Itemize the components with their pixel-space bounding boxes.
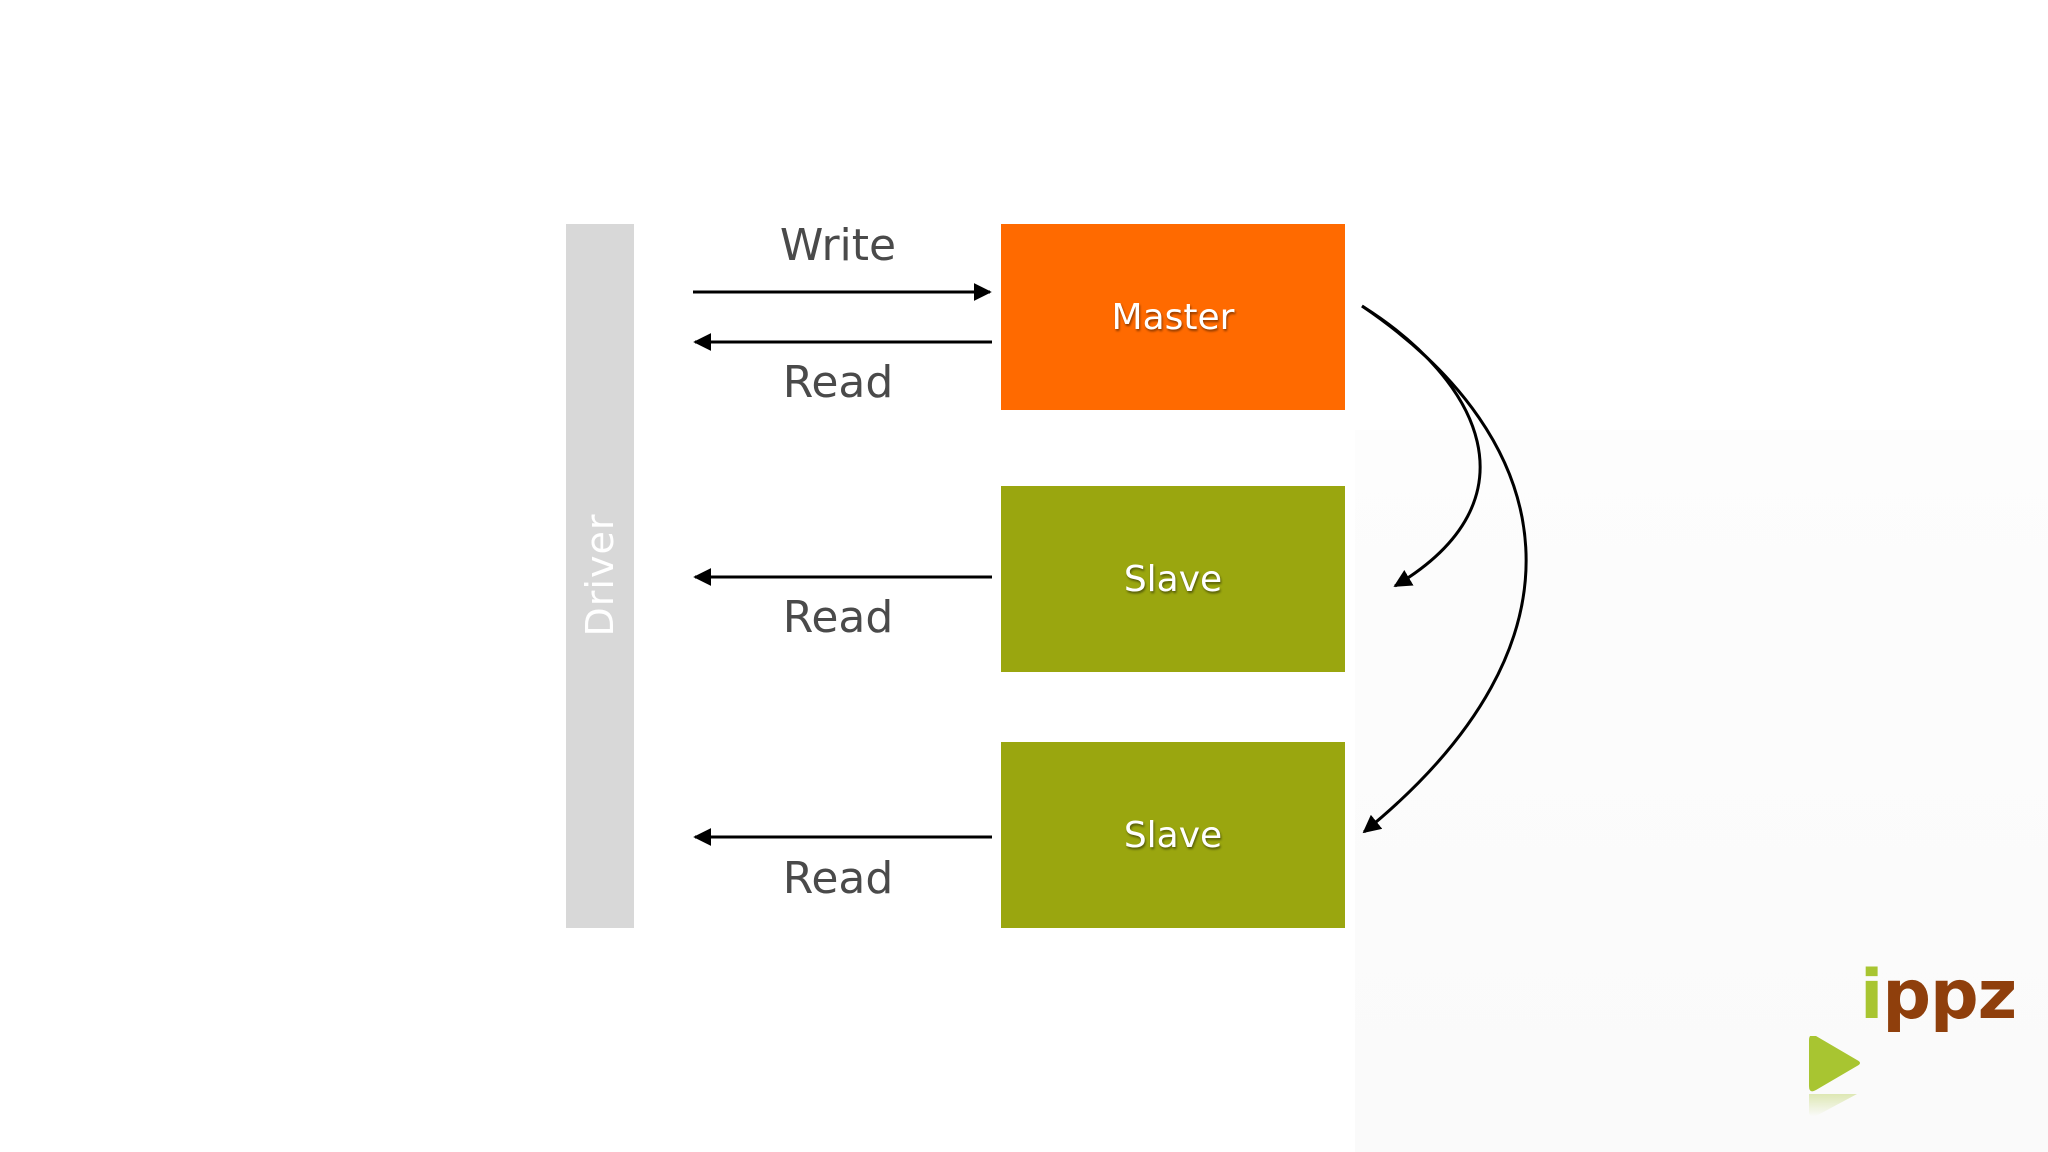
replication-arrow-slave-2 [1361, 304, 1528, 834]
read-label-master: Read [782, 357, 894, 408]
slave-2-label: Slave [1123, 814, 1223, 856]
read-label-slave-2: Read [782, 853, 894, 904]
replication-arrow-slave-1 [1361, 304, 1482, 588]
write-label: Write [779, 220, 897, 271]
master-node: Master [1001, 224, 1345, 410]
driver-bar [566, 224, 634, 928]
logo-text: ippz [1860, 956, 2017, 1035]
background-panel [1355, 430, 2048, 1152]
slave-node-2: Slave [1001, 742, 1345, 928]
ippz-logo: ippz [1805, 962, 2025, 1120]
slave-1-label: Slave [1123, 558, 1223, 600]
slave-node-1: Slave [1001, 486, 1345, 672]
play-icon [1809, 1036, 1860, 1116]
read-label-slave-1: Read [782, 592, 894, 643]
master-label: Master [1111, 296, 1235, 338]
